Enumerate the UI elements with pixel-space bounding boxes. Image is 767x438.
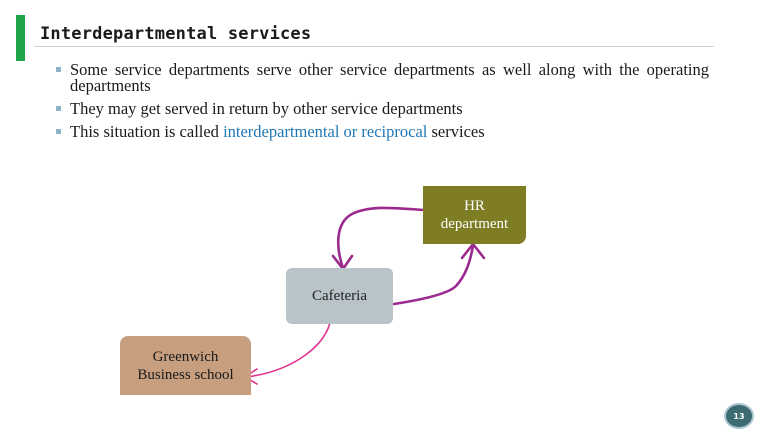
bullet-item: Some service departments serve other ser… bbox=[56, 60, 709, 95]
bullet-square-icon bbox=[56, 129, 61, 134]
bullet-square-icon bbox=[56, 67, 61, 72]
bullet-text-suffix: services bbox=[427, 122, 485, 141]
hr-node-line2: department bbox=[440, 216, 509, 232]
arrow-cafeteria-to-school bbox=[245, 322, 331, 378]
school-node-line1: Greenwich bbox=[152, 348, 219, 365]
school-node-line2: Business school bbox=[137, 366, 234, 383]
cafeteria-node-label: Cafeteria bbox=[312, 288, 367, 304]
bullet-text-prefix: This situation is called bbox=[70, 122, 224, 141]
bullet-item: They may get served in return by other s… bbox=[56, 99, 709, 118]
arrow-cafeteria-to-hr bbox=[392, 244, 475, 306]
title-divider bbox=[34, 46, 714, 47]
arrow-hr-to-cafeteria bbox=[336, 206, 426, 270]
hr-department-node: HR department bbox=[423, 186, 526, 244]
title-accent-bar bbox=[16, 15, 25, 61]
bullet-list: Some service departments serve other ser… bbox=[56, 60, 709, 147]
bullet-square-icon bbox=[56, 106, 61, 111]
arrowhead-hr bbox=[460, 242, 486, 260]
page-number-badge: 13 bbox=[724, 403, 754, 429]
bullet-text: They may get served in return by other s… bbox=[70, 99, 463, 118]
hr-node-line1: HR bbox=[464, 198, 485, 214]
cafeteria-node: Cafeteria bbox=[286, 268, 393, 324]
business-school-node: Greenwich Business school bbox=[120, 336, 251, 395]
slide-title: Interdepartmental services bbox=[40, 24, 312, 44]
bullet-text: Some service departments serve other ser… bbox=[70, 60, 709, 95]
bullet-highlight-term: interdepartmental or reciprocal bbox=[223, 122, 428, 141]
bullet-item: This situation is called interdepartment… bbox=[56, 122, 709, 141]
